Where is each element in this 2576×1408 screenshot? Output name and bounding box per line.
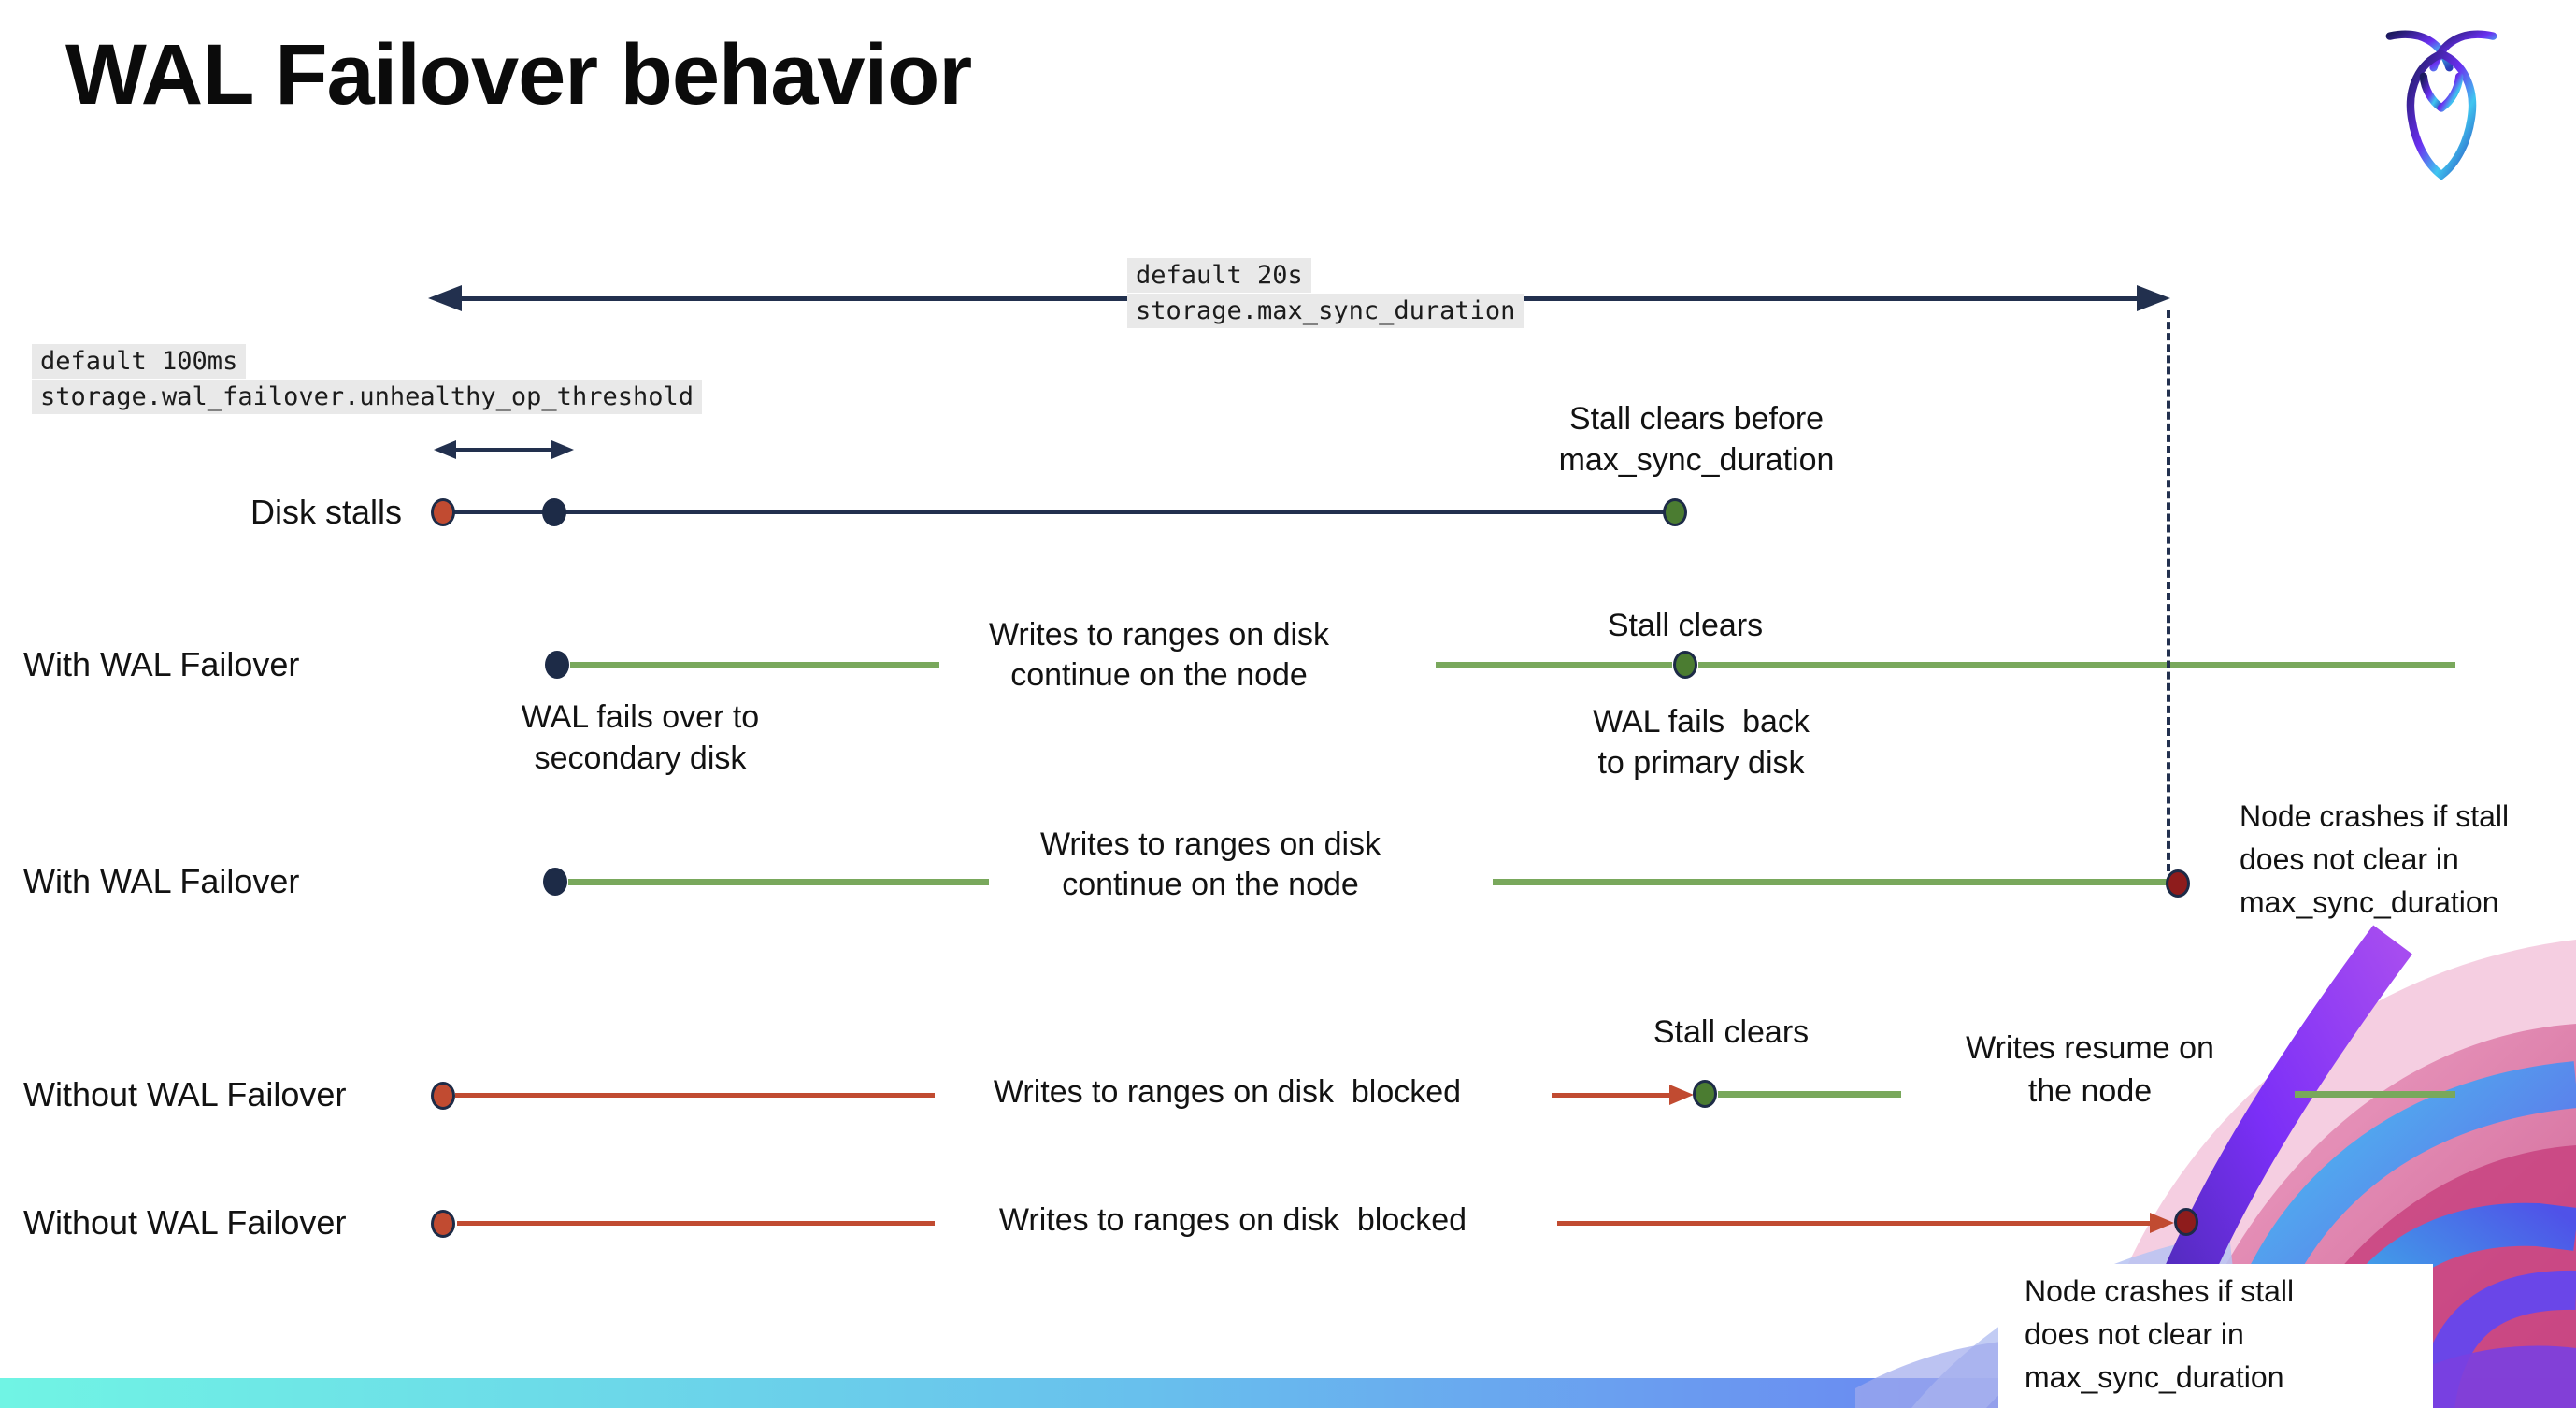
healthy-writes-line (1436, 662, 1672, 668)
failover-note: WAL fails over to secondary disk (521, 699, 760, 776)
disk-stall-start-dot (431, 498, 455, 526)
small-arrow-left-icon (434, 440, 456, 459)
blocked-writes-line (1552, 1093, 1673, 1098)
stall-clears-label: Stall clears (1653, 1014, 1810, 1050)
node-crash-note: Node crashes if stall does not clear in … (2025, 1274, 2295, 1394)
page-title: WAL Failover behavior (65, 27, 972, 122)
row-label-with-wal-failover-1: With WAL Failover (23, 645, 300, 683)
crash-note-box (1998, 1264, 2433, 1408)
disk-stall-timeline (443, 510, 1675, 514)
stall-clears-dot (1663, 498, 1687, 526)
writes-continue-note: Writes to ranges on disk continue on the… (988, 617, 1330, 693)
failover-threshold-dot (542, 498, 566, 526)
unhealthy-op-setting-name: storage.wal_failover.unhealthy_op_thresh… (32, 380, 702, 414)
unhealthy-op-arrow-line (449, 448, 553, 452)
blocked-writes-line (455, 1093, 935, 1098)
resumed-writes-line (1718, 1091, 1901, 1098)
max-sync-setting-name: storage.max_sync_duration (1127, 294, 1524, 328)
disk-stall-start-dot (431, 1082, 455, 1110)
failback-note: WAL fails back to primary disk (1593, 704, 1810, 781)
healthy-writes-line (570, 662, 939, 668)
stall-clears-dot (1693, 1080, 1717, 1108)
blocked-writes-line (1557, 1221, 2152, 1226)
failover-dot (543, 868, 567, 896)
row-label-with-wal-failover-2: With WAL Failover (23, 862, 300, 900)
writes-blocked-note: Writes to ranges on disk blocked (993, 1074, 1462, 1110)
writes-resume-note: Writes resume on the node (1966, 1030, 2214, 1109)
row-label-disk-stalls: Disk stalls (250, 493, 402, 531)
max-sync-default-label: default 20s (1127, 258, 1311, 293)
row-label-without-wal-failover-2: Without WAL Failover (23, 1203, 347, 1242)
small-arrow-right-icon (551, 440, 574, 459)
red-arrow-icon (2150, 1213, 2174, 1233)
max-sync-deadline-dashed-line (2167, 310, 2170, 871)
node-crash-dot (2166, 869, 2190, 898)
stall-clears-dot (1673, 651, 1697, 679)
healthy-writes-line (1698, 662, 2455, 668)
arrow-left-icon (428, 285, 462, 311)
disk-stall-start-dot (431, 1210, 455, 1238)
arrow-right-icon (2137, 285, 2170, 311)
failover-dot (545, 651, 569, 679)
healthy-writes-line (568, 879, 989, 885)
stall-clears-before-note: Stall clears before max_sync_duration (1558, 401, 1835, 478)
unhealthy-op-default-label: default 100ms (32, 344, 247, 379)
cockroachdb-roach-icon (2385, 30, 2497, 180)
writes-blocked-note: Writes to ranges on disk blocked (998, 1202, 1467, 1238)
healthy-writes-line (1493, 879, 2168, 885)
stall-clears-label: Stall clears (1607, 608, 1764, 643)
node-crash-note: Node crashes if stall does not clear in … (2240, 799, 2510, 919)
blocked-writes-line (457, 1221, 935, 1226)
node-crash-dot (2174, 1208, 2198, 1236)
row-label-without-wal-failover-1: Without WAL Failover (23, 1075, 347, 1113)
writes-continue-note: Writes to ranges on disk continue on the… (1039, 826, 1381, 902)
red-arrow-icon (1669, 1085, 1694, 1105)
resumed-writes-line (2295, 1091, 2455, 1098)
